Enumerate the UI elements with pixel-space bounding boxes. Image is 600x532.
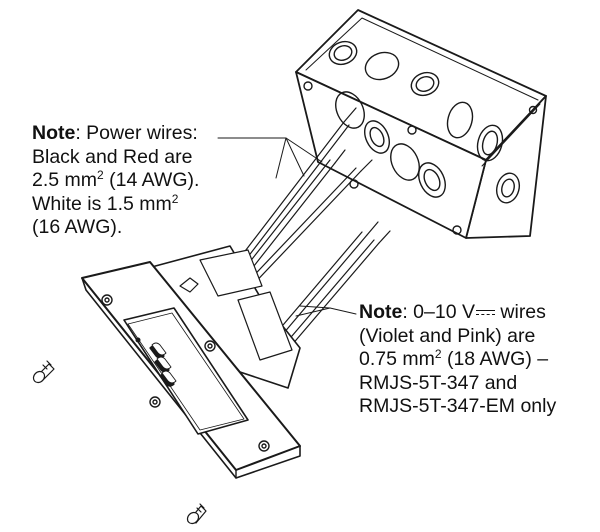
power-note-line2: Black and Red are <box>32 145 193 168</box>
power-note-line5: (16 AWG). <box>32 216 123 238</box>
control-device-icon <box>81 245 301 479</box>
low-note-line1: Note: 0–10 V wires <box>359 301 546 323</box>
leader-lines <box>217 137 357 317</box>
low-note-line5: RMJS-5T-347-EM only <box>359 395 557 417</box>
low-note-line4: RMJS-5T-347 and <box>359 371 518 394</box>
low-note-label: Note <box>359 301 403 323</box>
mounting-screw-icon <box>32 360 55 384</box>
power-note-label: Note <box>32 122 76 144</box>
mounting-screw-icon <box>186 503 207 525</box>
power-note-line3: 2.5 mm2 (14 AWG). <box>32 168 200 191</box>
low-note-line3: 0.75 mm2 (18 AWG) – <box>359 347 549 370</box>
dc-voltage-symbol-icon <box>475 310 495 315</box>
power-note-line1: Note: Power wires: <box>32 122 198 144</box>
low-voltage-wires-note: Note: 0–10 V wires (Violet and Pink) are… <box>359 301 556 419</box>
power-note-line4: White is 1.5 mm2 <box>32 191 179 215</box>
power-wires-note: Note: Power wires: Black and Red are 2.5… <box>32 122 199 240</box>
low-note-line2: (Violet and Pink) are <box>359 324 536 347</box>
junction-box-icon <box>295 9 547 239</box>
